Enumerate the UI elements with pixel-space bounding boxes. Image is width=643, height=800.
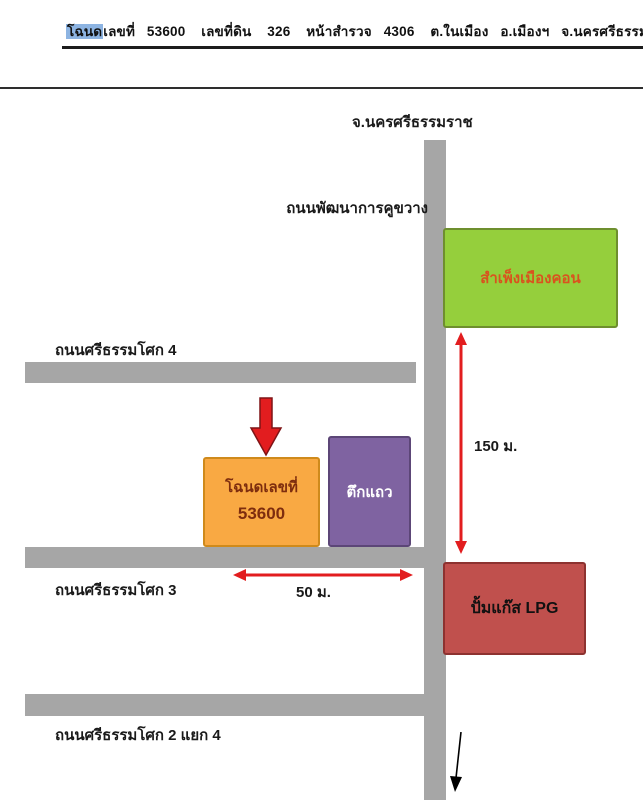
deed-parcel-box: โฉนดเลขที่ 53600 bbox=[203, 457, 320, 547]
main-road-vertical bbox=[424, 140, 446, 800]
distance-arrow-vertical-icon bbox=[455, 332, 467, 554]
distance-150-label: 150 ม. bbox=[474, 438, 518, 455]
deed-highlight: โฉนด bbox=[66, 24, 104, 39]
landmark-sampheng-box: สำเพ็งเมืองคอน bbox=[443, 228, 618, 328]
header-rule-top bbox=[62, 46, 643, 49]
deed-header: โฉนดเลขที่ 53600 เลขที่ดิน 326 หน้าสำรวจ… bbox=[66, 20, 643, 42]
vertical-road-name-label: ถนนพัฒนาการคูขวาง bbox=[286, 200, 428, 217]
road-srithammasok-2 bbox=[25, 694, 432, 716]
distance-50-label: 50 ม. bbox=[296, 584, 331, 601]
deed-parcel-label: โฉนดเลขที่ bbox=[225, 479, 298, 497]
road-srithammasok-2-label: ถนนศรีธรรมโศก 2 แยก 4 bbox=[55, 727, 221, 744]
road-continues-arrow-icon bbox=[450, 732, 462, 792]
destination-top-label: จ.นครศรีธรรมราช bbox=[352, 114, 473, 131]
gas-station-box: ปั้มแก๊ส LPG bbox=[443, 562, 586, 655]
road-srithammasok-3 bbox=[25, 547, 432, 568]
location-pointer-arrow-icon bbox=[249, 397, 283, 457]
deed-header-text: เลขที่ 53600 เลขที่ดิน 326 หน้าสำรวจ 430… bbox=[103, 24, 643, 39]
road-srithammasok-4 bbox=[25, 362, 416, 383]
rowhouse-box: ตึกแถว bbox=[328, 436, 411, 547]
distance-arrow-horizontal-icon bbox=[233, 569, 413, 581]
road-srithammasok-3-label: ถนนศรีธรรมโศก 3 bbox=[55, 582, 177, 599]
header-rule-bottom bbox=[0, 87, 643, 89]
road-srithammasok-4-label: ถนนศรีธรรมโศก 4 bbox=[55, 342, 177, 359]
deed-parcel-number: 53600 bbox=[237, 504, 286, 524]
